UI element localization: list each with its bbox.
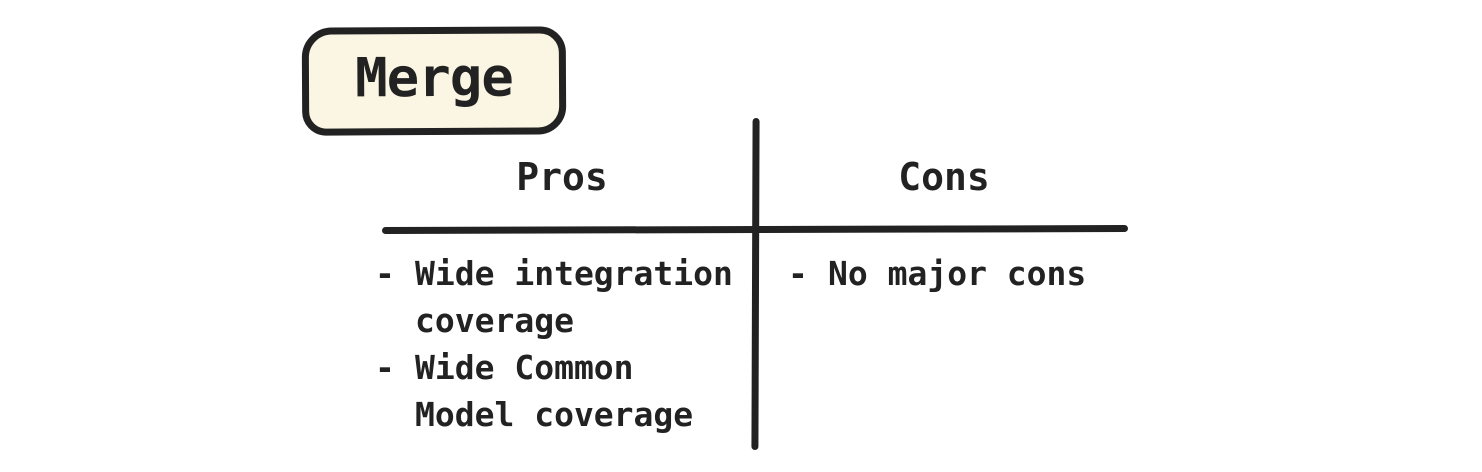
merge-shape-label: Merge [355, 45, 513, 110]
list-item: - Wide Common Model coverage [375, 344, 755, 438]
list-item: - Wide integration coverage [375, 250, 755, 344]
list-item: - No major cons [788, 250, 1148, 297]
bullet-dash: - [788, 254, 808, 293]
bullet-dash: - [375, 348, 395, 387]
pros-item-text: Wide Common Model coverage [415, 348, 694, 434]
merge-shape: Merge [301, 26, 567, 136]
cons-list: - No major cons [788, 250, 1148, 297]
table-horizontal-divider [381, 225, 1129, 234]
pros-column-header: Pros [516, 155, 608, 199]
cons-item-text: No major cons [828, 254, 1087, 293]
bullet-dash: - [375, 254, 395, 293]
pros-list: - Wide integration coverage - Wide Commo… [375, 250, 755, 438]
cons-column-header: Cons [898, 155, 990, 199]
pros-item-text: Wide integration coverage [415, 254, 733, 340]
